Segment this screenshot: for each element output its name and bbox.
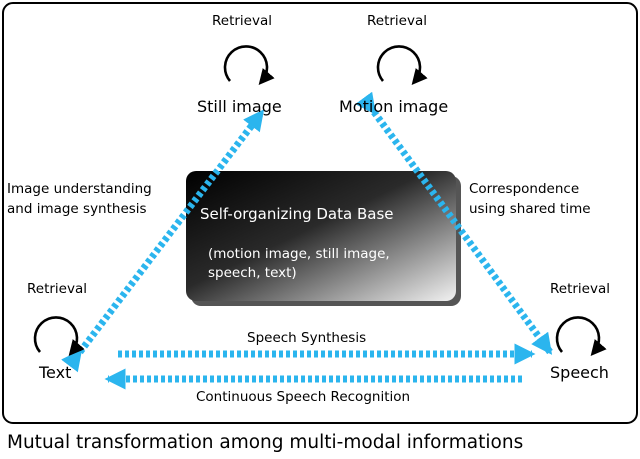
- edge-label-correspondence-line1: Correspondence: [469, 181, 580, 197]
- node-text: Text: [39, 363, 72, 382]
- node-speech: Speech: [550, 363, 609, 382]
- edge-label-speech-synthesis: Speech Synthesis: [247, 330, 367, 346]
- retrieval-loop-still-image: [223, 45, 275, 85]
- edge-label-image-understanding-line2: and image synthesis: [7, 201, 147, 217]
- retrieval-label-motion-image: Retrieval: [367, 13, 427, 29]
- edge-label-correspondence-line2: using shared time: [469, 201, 591, 217]
- edge-label-image-understanding: Image understanding and image synthesis: [7, 179, 152, 219]
- database-contents: (motion image, still image, speech, text…: [208, 245, 390, 283]
- edge-label-correspondence: Correspondence using shared time: [469, 179, 591, 219]
- retrieval-label-text: Retrieval: [27, 281, 87, 297]
- arrow-motion-speech: [355, 91, 553, 355]
- retrieval-label-still-image: Retrieval: [212, 13, 272, 29]
- retrieval-loop-text: [33, 316, 85, 356]
- database-title: Self-organizing Data Base: [200, 205, 394, 223]
- outer-frame: [2, 2, 638, 424]
- retrieval-loop-speech: [555, 316, 607, 356]
- database-contents-line2: speech, text): [208, 265, 297, 281]
- node-motion-image: Motion image: [339, 97, 449, 116]
- retrieval-loop-motion-image: [376, 45, 428, 85]
- edge-label-image-understanding-line1: Image understanding: [7, 181, 152, 197]
- arrow-text-still-image: [61, 109, 265, 373]
- edge-label-speech-recognition: Continuous Speech Recognition: [196, 389, 411, 405]
- node-still-image: Still image: [197, 97, 282, 116]
- database-contents-line1: (motion image, still image,: [208, 246, 390, 262]
- figure-caption: Mutual transformation among multi-modal …: [7, 432, 524, 453]
- retrieval-label-speech: Retrieval: [550, 281, 610, 297]
